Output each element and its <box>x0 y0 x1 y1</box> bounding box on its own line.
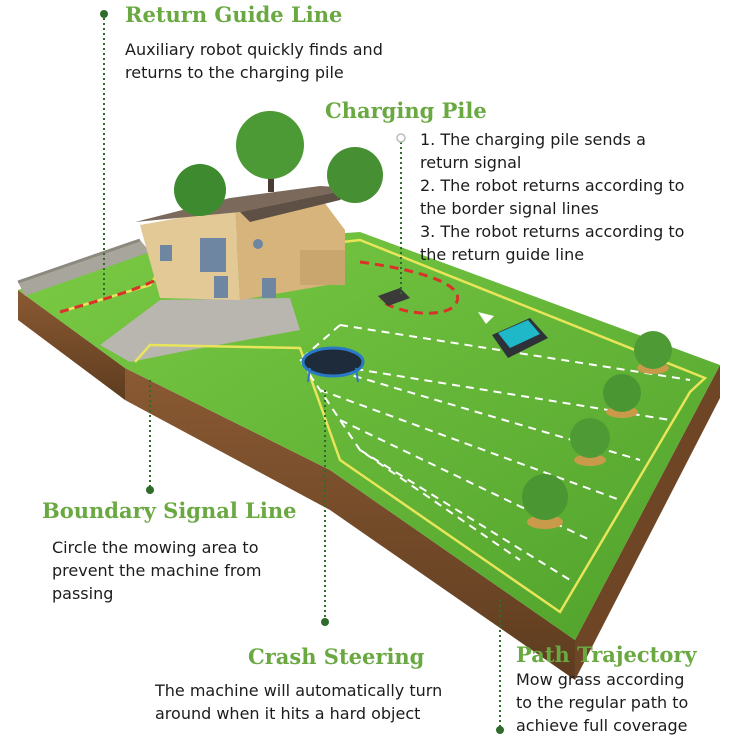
crash-steering-title: Crash Steering <box>248 644 425 669</box>
house-trees <box>174 111 383 216</box>
leader-lines <box>103 18 501 728</box>
trampoline <box>301 346 365 383</box>
stone-wall <box>18 240 150 296</box>
soil-layer <box>18 290 720 680</box>
boundary-signal-line-title: Boundary Signal Line <box>42 498 297 523</box>
return-guide-line-description: Auxiliary robot quickly finds and return… <box>125 40 383 82</box>
house <box>135 178 355 300</box>
charging-pile-description: 1. The charging pile sends a return sign… <box>420 130 685 264</box>
crash-steering-description: The machine will automatically turn arou… <box>155 681 443 723</box>
charging-pile-leader-dot <box>396 133 406 143</box>
charging-pile-title: Charging Pile <box>325 98 487 123</box>
boundary-signal-line-description: Circle the mowing area to prevent the ma… <box>52 538 262 603</box>
robot-mower <box>478 312 548 358</box>
edge-trees <box>522 331 672 529</box>
return-guide-line-title: Return Guide Line <box>125 2 343 27</box>
return-guide-wire <box>59 260 459 315</box>
path-trajectory-description: Mow grass according to the regular path … <box>516 670 689 735</box>
leader-dots <box>100 10 504 734</box>
path-trajectory-title: Path Trajectory <box>516 642 697 667</box>
